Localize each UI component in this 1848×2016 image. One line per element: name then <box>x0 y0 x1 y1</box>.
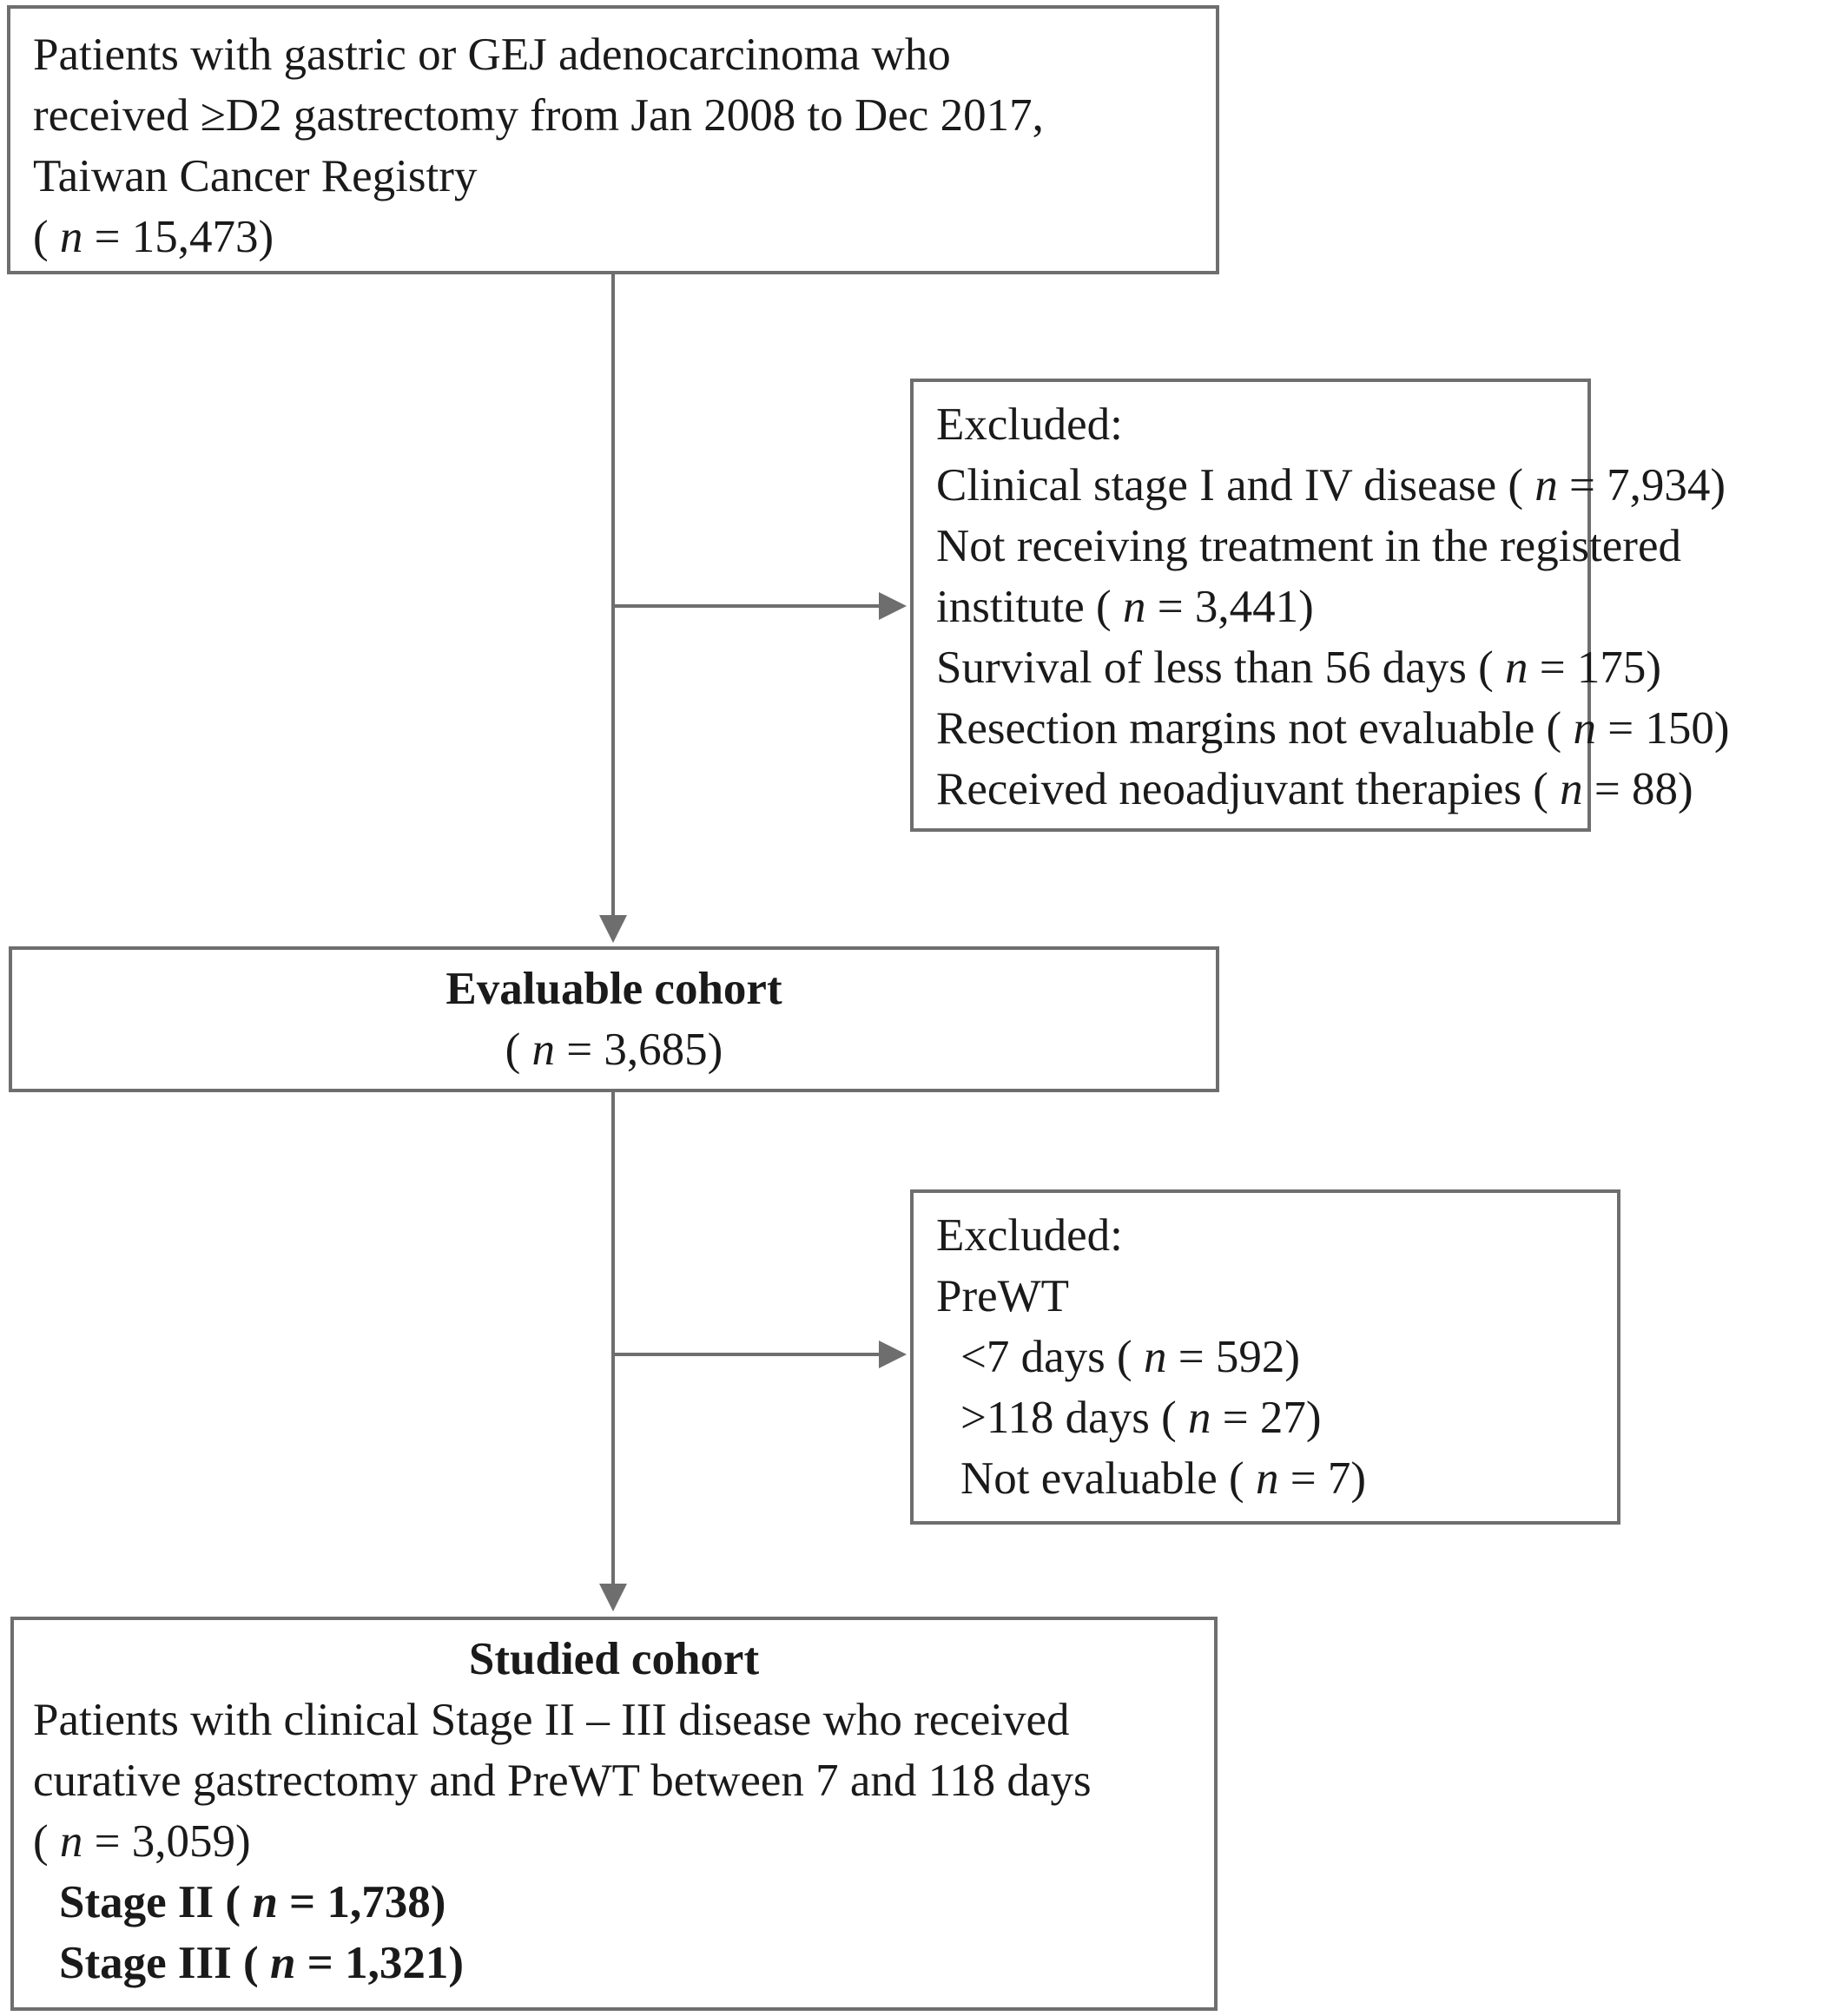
stage-ii-count: Stage II ( n = 1,738) <box>59 1877 446 1927</box>
exclusion-box-2: Excluded: PreWT <7 days ( n = 592) >118 … <box>910 1189 1620 1525</box>
source-count: ( n = 15,473) <box>33 212 274 262</box>
evaluable-cohort-title: Evaluable cohort <box>446 964 782 1014</box>
exclusion-box-1: Excluded: Clinical stage I and IV diseas… <box>910 379 1730 832</box>
exclusion-1-item: institute ( n = 3,441) <box>936 582 1314 632</box>
exclusion-1-item: Not receiving treatment in the registere… <box>936 521 1681 571</box>
exclusion-1-item: Received neoadjuvant therapies ( n = 88) <box>936 764 1693 814</box>
source-line-3: Taiwan Cancer Registry <box>33 151 478 201</box>
source-line-1: Patients with gastric or GEJ adenocarcin… <box>33 30 951 80</box>
exclusion-1-item: Resection margins not evaluable ( n = 15… <box>936 703 1730 754</box>
exclusion-1-title: Excluded: <box>936 399 1123 450</box>
evaluable-cohort-count: ( n = 3,685) <box>505 1024 723 1075</box>
studied-cohort-box: Studied cohort Patients with clinical St… <box>10 1617 1218 2011</box>
source-line-2: received ≥D2 gastrectomy from Jan 2008 t… <box>33 90 1044 141</box>
stage-iii-count: Stage III ( n = 1,321) <box>59 1938 465 1988</box>
exclusion-2-item: >118 days ( n = 27) <box>960 1393 1322 1443</box>
exclusion-2-subtitle: PreWT <box>936 1271 1070 1321</box>
exclusion-2-title: Excluded: <box>936 1210 1123 1261</box>
studied-line-2: curative gastrectomy and PreWT between 7… <box>33 1756 1092 1806</box>
evaluable-cohort-box: Evaluable cohort ( n = 3,685) <box>9 946 1219 1092</box>
studied-cohort-title: Studied cohort <box>468 1634 760 1684</box>
exclusion-1-item: Clinical stage I and IV disease ( n = 7,… <box>936 460 1726 511</box>
exclusion-2-item: <7 days ( n = 592) <box>960 1332 1300 1382</box>
studied-line-1: Patients with clinical Stage II – III di… <box>33 1695 1070 1745</box>
exclusion-1-item: Survival of less than 56 days ( n = 175) <box>936 642 1662 693</box>
source-population-box: Patients with gastric or GEJ adenocarcin… <box>7 5 1219 274</box>
exclusion-2-item: Not evaluable ( n = 7) <box>960 1453 1366 1504</box>
studied-count: ( n = 3,059) <box>33 1816 251 1867</box>
